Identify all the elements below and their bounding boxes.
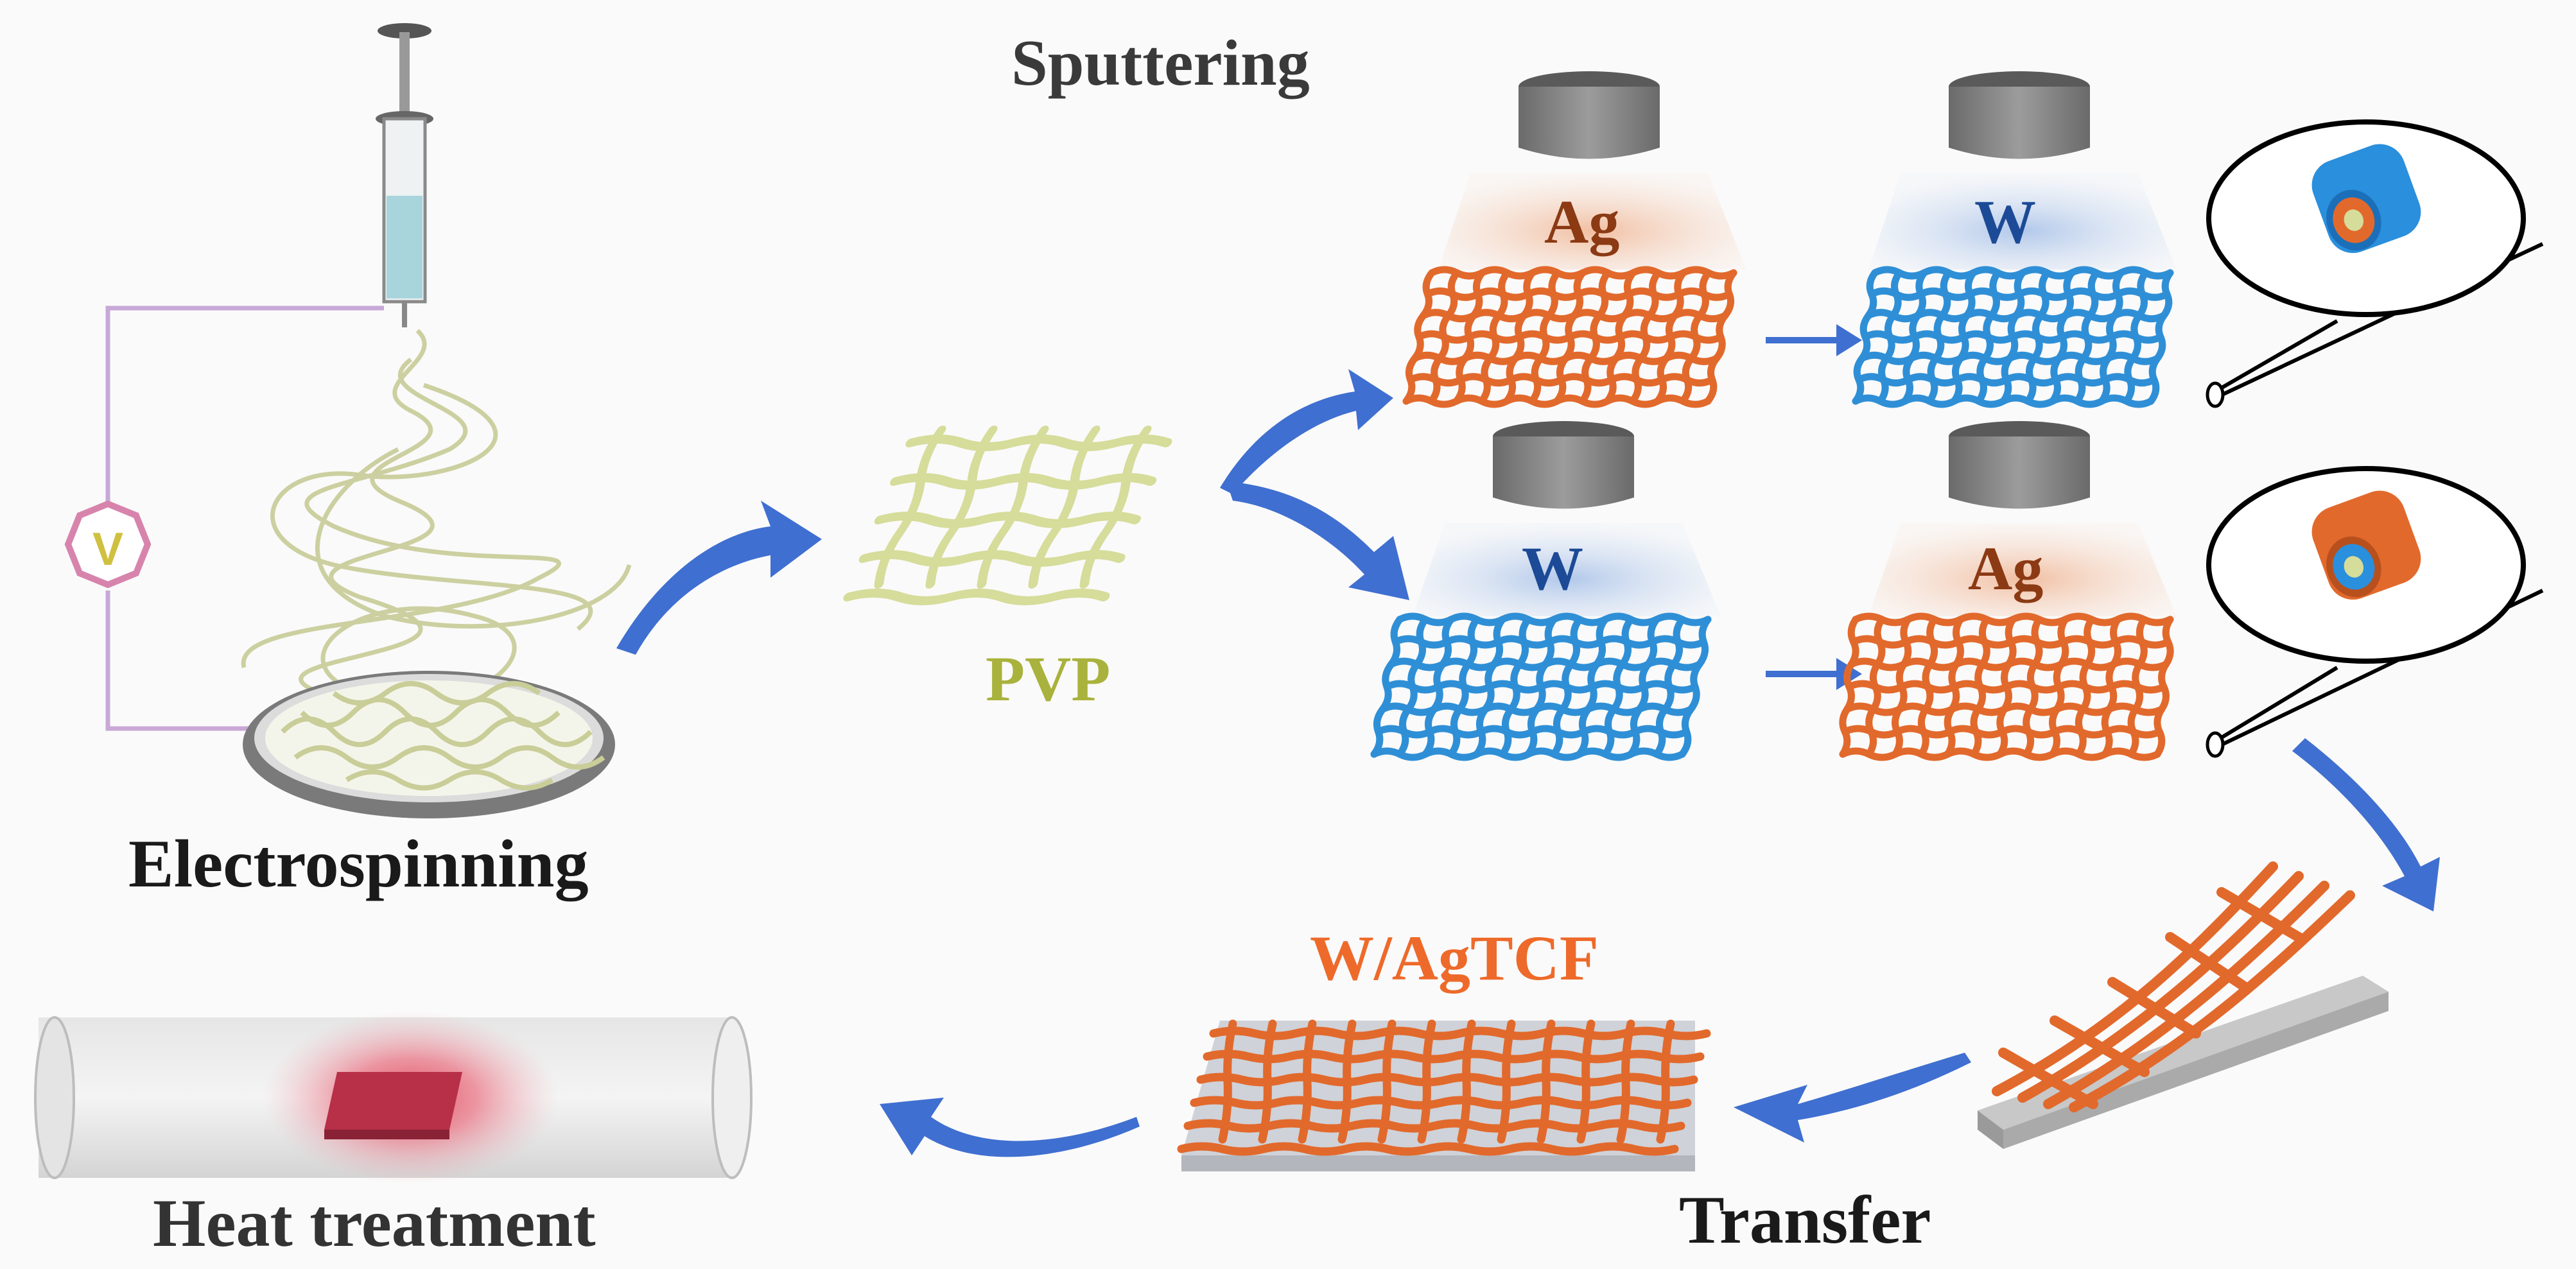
fiber-jet — [241, 329, 632, 707]
ag-label-bottom: Ag — [1968, 534, 2044, 603]
arrow-to-pvp — [616, 501, 822, 655]
electrospinning-label: Electrospinning — [128, 826, 589, 901]
w-label-top: W — [1974, 187, 2036, 256]
arrow-transfer-to-product — [1734, 1053, 1971, 1143]
arrow-to-w — [1226, 481, 1409, 600]
arrow-ag-to-w — [1766, 324, 1862, 356]
pvp-mesh — [843, 426, 1172, 605]
transfer-label: Transfer — [1679, 1182, 1931, 1257]
heat-treatment-furnace — [34, 1011, 753, 1184]
sputter-target-ag-bottom — [1868, 421, 2177, 616]
process-arrows — [616, 324, 2440, 1157]
pvp-label: PVP — [986, 643, 1111, 714]
voltage-symbol: V — [92, 524, 123, 575]
arrow-product-to-heat — [880, 1098, 1140, 1157]
sputtering-label: Sputtering — [1011, 27, 1310, 99]
ag-mesh-bottom — [1839, 612, 2174, 761]
sputter-target-w-bottom — [1413, 421, 1721, 616]
sputter-target-ag-top — [1438, 71, 1746, 270]
sputter-target-w-top — [1868, 71, 2177, 270]
arrow-down-transfer — [2292, 738, 2440, 911]
arrow-w-to-ag — [1766, 658, 1862, 690]
w-mesh-bottom — [1370, 612, 1712, 761]
ag-mesh-top — [1402, 266, 1737, 408]
w-label-bottom: W — [1522, 534, 1583, 603]
product-label: W/AgTCF — [1310, 922, 1599, 994]
fiber-zoom-ag-w — [2206, 119, 2544, 408]
arrow-to-ag — [1220, 369, 1393, 494]
collector-dish — [243, 671, 615, 818]
fiber-zoom-w-ag — [2206, 466, 2544, 758]
voltage-circuit: V — [64, 306, 384, 731]
electrospinning-setup: V — [64, 23, 632, 818]
transfer-substrate — [1978, 861, 2389, 1149]
coated-meshes — [1370, 266, 2174, 761]
syringe-icon — [376, 23, 433, 327]
heat-treatment-label: Heat treatment — [153, 1186, 596, 1261]
product-mesh — [1177, 1019, 1711, 1171]
ag-label-top: Ag — [1544, 187, 1620, 256]
w-mesh-top — [1852, 266, 2174, 408]
